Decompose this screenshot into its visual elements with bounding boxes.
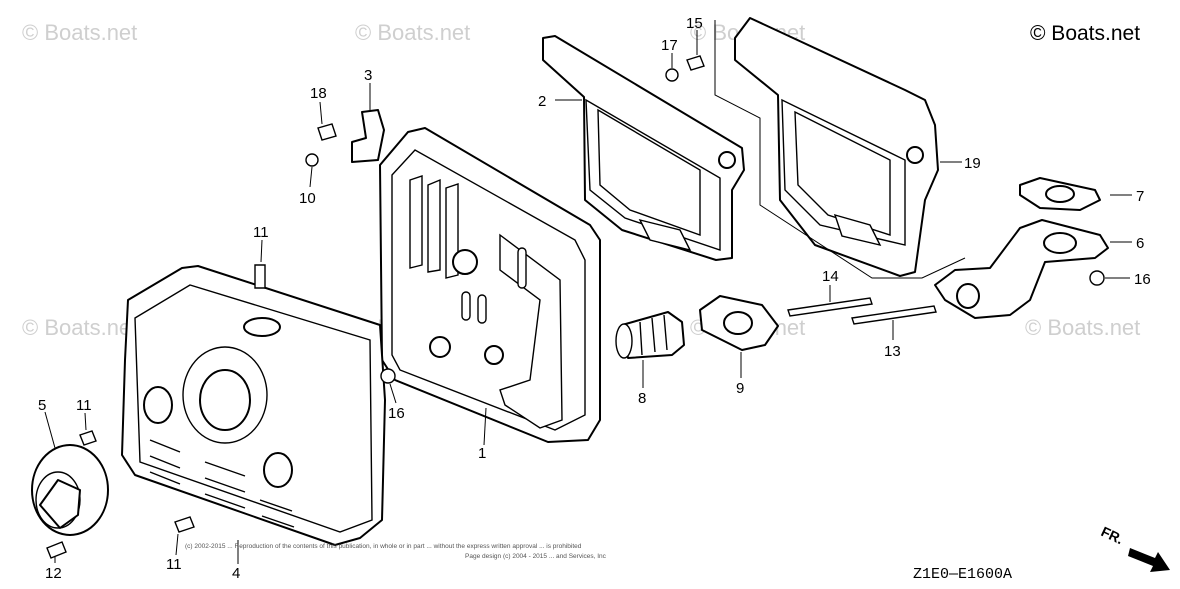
diagram-code: Z1E0—E1600A: [913, 566, 1012, 583]
callout-11[interactable]: 11: [76, 397, 92, 414]
watermark: © Boats.net: [355, 20, 470, 45]
callout-13[interactable]: 13: [884, 343, 901, 360]
muffler-protector-part-4[interactable]: [121, 265, 386, 546]
callout-5[interactable]: 5: [38, 397, 46, 414]
bolt-15: [686, 55, 705, 71]
gasket-part-9[interactable]: [699, 295, 779, 351]
bracket-part-3[interactable]: [351, 109, 385, 163]
callout-15[interactable]: 15: [686, 15, 703, 32]
bolt-11-top: [254, 264, 266, 289]
watermark: © Boats.net: [22, 20, 137, 45]
exhaust-cap-part-5[interactable]: [31, 444, 109, 536]
front-arrow-icon: [1128, 548, 1170, 572]
muffler-body-part-1[interactable]: [379, 127, 601, 443]
fine-print-line-2: Page design (c) 2004 - 2015 ... and Serv…: [465, 553, 607, 560]
callout-12[interactable]: 12: [45, 565, 62, 582]
exhaust-pipe-part-6[interactable]: [934, 219, 1109, 319]
callout-18[interactable]: 18: [310, 85, 327, 102]
callout-9[interactable]: 9: [736, 380, 744, 397]
leader-lines: [44, 20, 1132, 564]
spark-arrester-part-8[interactable]: [615, 311, 685, 359]
copyright-notice: © Boats.net: [1030, 22, 1140, 45]
callout-14[interactable]: 14: [822, 268, 839, 285]
callout-11[interactable]: 11: [166, 556, 182, 573]
bolt-11-bottom: [174, 516, 195, 533]
heat-shield-part-19[interactable]: [734, 17, 939, 277]
callout-2[interactable]: 2: [538, 93, 546, 110]
watermark: © Boats.net: [22, 315, 137, 340]
fine-print-line-1: (c) 2002-2015 ... Reproduction of the co…: [185, 543, 582, 550]
callout-11[interactable]: 11: [253, 224, 269, 241]
callout-10[interactable]: 10: [299, 190, 316, 207]
heat-shield-part-2[interactable]: [542, 35, 745, 261]
callout-19[interactable]: 19: [964, 155, 981, 172]
stud-part-14: [787, 297, 873, 317]
stud-part-13: [851, 305, 937, 325]
front-direction-label: FR.: [1099, 523, 1126, 547]
callout-8[interactable]: 8: [638, 390, 646, 407]
gasket-part-7[interactable]: [1019, 177, 1101, 211]
callout-7[interactable]: 7: [1136, 188, 1144, 205]
fasteners: [46, 55, 1105, 559]
callout-17[interactable]: 17: [661, 37, 678, 54]
callout-4[interactable]: 4: [232, 565, 240, 582]
nut-16-left: [380, 368, 396, 384]
nut-16-right: [1089, 270, 1105, 286]
callout-16[interactable]: 16: [1134, 271, 1151, 288]
front-direction-indicator: FR.: [1099, 523, 1170, 572]
washer-17: [665, 68, 679, 82]
bolt-10: [305, 153, 319, 167]
callouts: 1 2 3 4 5 6 7 8 9 10 11 11 11 12 13 14 1…: [38, 15, 1151, 582]
stud-bolts[interactable]: [787, 297, 937, 325]
callout-16[interactable]: 16: [388, 405, 405, 422]
bolt-18: [317, 123, 337, 141]
bolt-12: [46, 541, 67, 559]
callout-3[interactable]: 3: [364, 67, 372, 84]
bolt-11-left: [79, 430, 97, 446]
callout-6[interactable]: 6: [1136, 235, 1144, 252]
callout-1[interactable]: 1: [478, 445, 486, 462]
watermark: © Boats.net: [1025, 315, 1140, 340]
